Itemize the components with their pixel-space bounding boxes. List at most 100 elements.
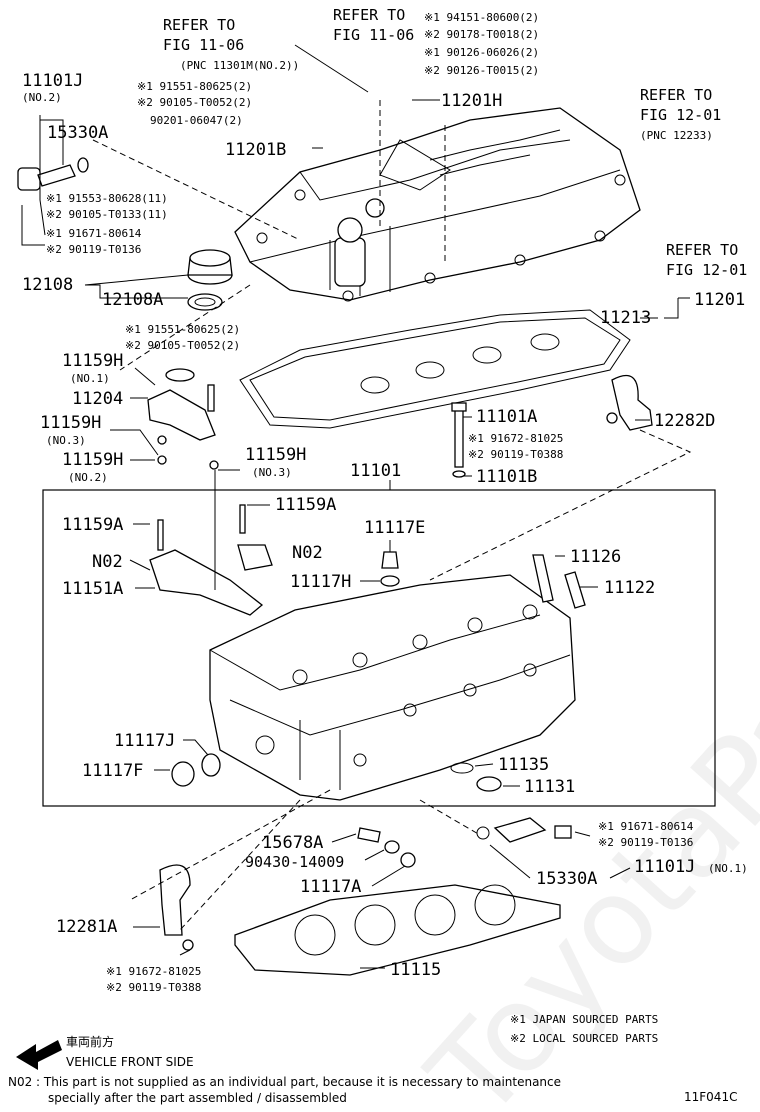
footnote-n02-line2: specially after the part assembled / dis… <box>48 1091 347 1105</box>
part-90178-T0018[interactable]: ※2 90178-T0018(2) <box>424 28 539 41</box>
part-91551-80625-top[interactable]: ※1 91551-80625(2) <box>137 80 252 93</box>
part-15678A[interactable]: 15678A <box>262 833 323 853</box>
part-11159A-left[interactable]: 11159A <box>62 515 123 535</box>
leader-lines <box>21 44 690 969</box>
part-90105-T0133[interactable]: ※2 90105-T0133(11) <box>46 208 168 221</box>
part-11159H-no2[interactable]: 11159H <box>62 450 123 470</box>
part-90105-T0052-top[interactable]: ※2 90105-T0052(2) <box>137 96 252 109</box>
union-bolt-illustration <box>357 827 416 868</box>
part-90105-T0052-mid[interactable]: ※2 90105-T0052(2) <box>125 339 240 352</box>
ref-fig-12-01b-line2[interactable]: FIG 12-01 <box>666 261 747 279</box>
part-11117A[interactable]: 11117A <box>300 877 361 897</box>
ref-fig-11-06-line2[interactable]: FIG 11-06 <box>163 36 244 54</box>
oil-control-valve-top-illustration <box>17 157 89 191</box>
part-90126-T0015[interactable]: ※2 90126-T0015(2) <box>424 64 539 77</box>
part-11117H[interactable]: 11117H <box>290 572 351 592</box>
part-11101J-no2-qualifier: (NO.2) <box>22 91 62 104</box>
oil-filler-cap-illustration <box>187 249 233 311</box>
part-90119-T0388-mid[interactable]: ※2 90119-T0388 <box>468 448 563 461</box>
part-91553-80628[interactable]: ※1 91553-80628(11) <box>46 192 168 205</box>
part-91672-81025-mid[interactable]: ※1 91672-81025 <box>468 432 563 445</box>
ref-fig-11-06-pnc: (PNC 11301M(NO.2)) <box>180 59 299 72</box>
part-90119-T0136-bottom[interactable]: ※2 90119-T0136 <box>598 836 693 849</box>
valve-guide-illustration <box>532 554 586 609</box>
part-11117E[interactable]: 11117E <box>364 518 425 538</box>
part-11213[interactable]: 11213 <box>600 308 651 328</box>
vehicle-front-label-jp: 車両前方 <box>66 1034 114 1049</box>
part-94151-80600[interactable]: ※1 94151-80600(2) <box>424 11 539 24</box>
part-90430-14009[interactable]: 90430-14009 <box>245 853 344 871</box>
part-11131[interactable]: 11131 <box>524 777 575 797</box>
ref-fig-11-06b-line1[interactable]: REFER TO <box>333 6 405 24</box>
note-n02-left[interactable]: N02 <box>92 552 123 572</box>
part-11159A-right[interactable]: 11159A <box>275 495 336 515</box>
part-11159H-no1-qualifier: (NO.1) <box>70 372 110 385</box>
part-12282D[interactable]: 12282D <box>654 411 715 431</box>
part-90119-T0136-top[interactable]: ※2 90119-T0136 <box>46 243 141 256</box>
head-gasket-illustration <box>234 884 561 976</box>
ref-fig-12-01-pnc: (PNC 12233) <box>640 129 713 142</box>
part-12281A[interactable]: 12281A <box>56 917 117 937</box>
legend-japan-sourced: ※1 JAPAN SOURCED PARTS <box>510 1013 658 1026</box>
part-11122[interactable]: 11122 <box>604 578 655 598</box>
part-11159H-no3b[interactable]: 11159H <box>245 445 306 465</box>
footnote-n02-line1: N02 : This part is not supplied as an in… <box>8 1075 561 1089</box>
ref-fig-11-06-line1[interactable]: REFER TO <box>163 16 235 34</box>
part-90126-06026[interactable]: ※1 90126-06026(2) <box>424 46 539 59</box>
part-11159H-no1[interactable]: 11159H <box>62 351 123 371</box>
part-91671-80614-top[interactable]: ※1 91671-80614 <box>46 227 142 240</box>
part-11159H-no3[interactable]: 11159H <box>40 413 101 433</box>
vehicle-front-arrow-icon <box>16 1040 62 1070</box>
part-11126[interactable]: 11126 <box>570 547 621 567</box>
part-11201H[interactable]: 11201H <box>441 91 502 111</box>
part-90201-06047[interactable]: 90201-06047(2) <box>150 114 243 127</box>
ref-fig-12-01-line1[interactable]: REFER TO <box>640 86 712 104</box>
note-n02-right[interactable]: N02 <box>292 543 323 563</box>
oil-control-valve-bottom-illustration <box>476 817 572 843</box>
vehicle-front-label-en: VEHICLE FRONT SIDE <box>66 1055 194 1069</box>
bearing-cap-set-illustration <box>149 504 273 616</box>
dashed-assembly-lines <box>92 100 692 931</box>
part-11201B[interactable]: 11201B <box>225 140 286 160</box>
seal-ring-illustration <box>450 762 502 792</box>
legend-local-sourced: ※2 LOCAL SOURCED PARTS <box>510 1032 658 1045</box>
part-11101A[interactable]: 11101A <box>476 407 537 427</box>
part-11135[interactable]: 11135 <box>498 755 549 775</box>
engine-hanger-front-illustration <box>159 864 194 951</box>
part-12108A[interactable]: 12108A <box>102 290 163 310</box>
part-90119-T0388-bottom[interactable]: ※2 90119-T0388 <box>106 981 201 994</box>
ref-fig-12-01-line2[interactable]: FIG 12-01 <box>640 106 721 124</box>
part-11101J-no1-qualifier: (NO.1) <box>708 862 748 875</box>
part-11101B[interactable]: 11101B <box>476 467 537 487</box>
part-15330A-top[interactable]: 15330A <box>47 123 108 143</box>
part-11117J[interactable]: 11117J <box>114 731 175 751</box>
head-bolt-illustration <box>451 402 467 478</box>
cylinder-head-illustration <box>209 574 576 801</box>
cylinder-head-subassembly-frame <box>42 489 716 807</box>
part-11159H-no3-qualifier: (NO.3) <box>46 434 86 447</box>
part-11201[interactable]: 11201 <box>694 290 745 310</box>
part-11101J-no2[interactable]: 11101J <box>22 71 83 91</box>
part-11115[interactable]: 11115 <box>390 960 441 980</box>
head-cover-gasket-illustration <box>239 309 631 429</box>
part-15330A-bottom[interactable]: 15330A <box>536 869 597 889</box>
ref-fig-12-01b-line1[interactable]: REFER TO <box>666 241 738 259</box>
part-91672-81025-bottom[interactable]: ※1 91672-81025 <box>106 965 201 978</box>
ref-fig-11-06b-line2[interactable]: FIG 11-06 <box>333 26 414 44</box>
camshaft-bearing-cap-illustration <box>147 368 219 470</box>
part-11204[interactable]: 11204 <box>72 389 123 409</box>
part-11159H-no2-qualifier: (NO.2) <box>68 471 108 484</box>
part-91551-80625-mid[interactable]: ※1 91551-80625(2) <box>125 323 240 336</box>
part-12108[interactable]: 12108 <box>22 275 73 295</box>
part-11151A[interactable]: 11151A <box>62 579 123 599</box>
part-91671-80614-bottom[interactable]: ※1 91671-80614 <box>598 820 694 833</box>
engine-hanger-rear-illustration <box>606 374 653 431</box>
part-11159H-no3b-qualifier: (NO.3) <box>252 466 292 479</box>
figure-code: 11F041C <box>684 1090 737 1104</box>
plug-and-gasket-illustration <box>171 551 400 787</box>
part-11101[interactable]: 11101 <box>350 461 401 481</box>
part-11101J-no1[interactable]: 11101J <box>634 857 695 877</box>
part-11117F[interactable]: 11117F <box>82 761 143 781</box>
